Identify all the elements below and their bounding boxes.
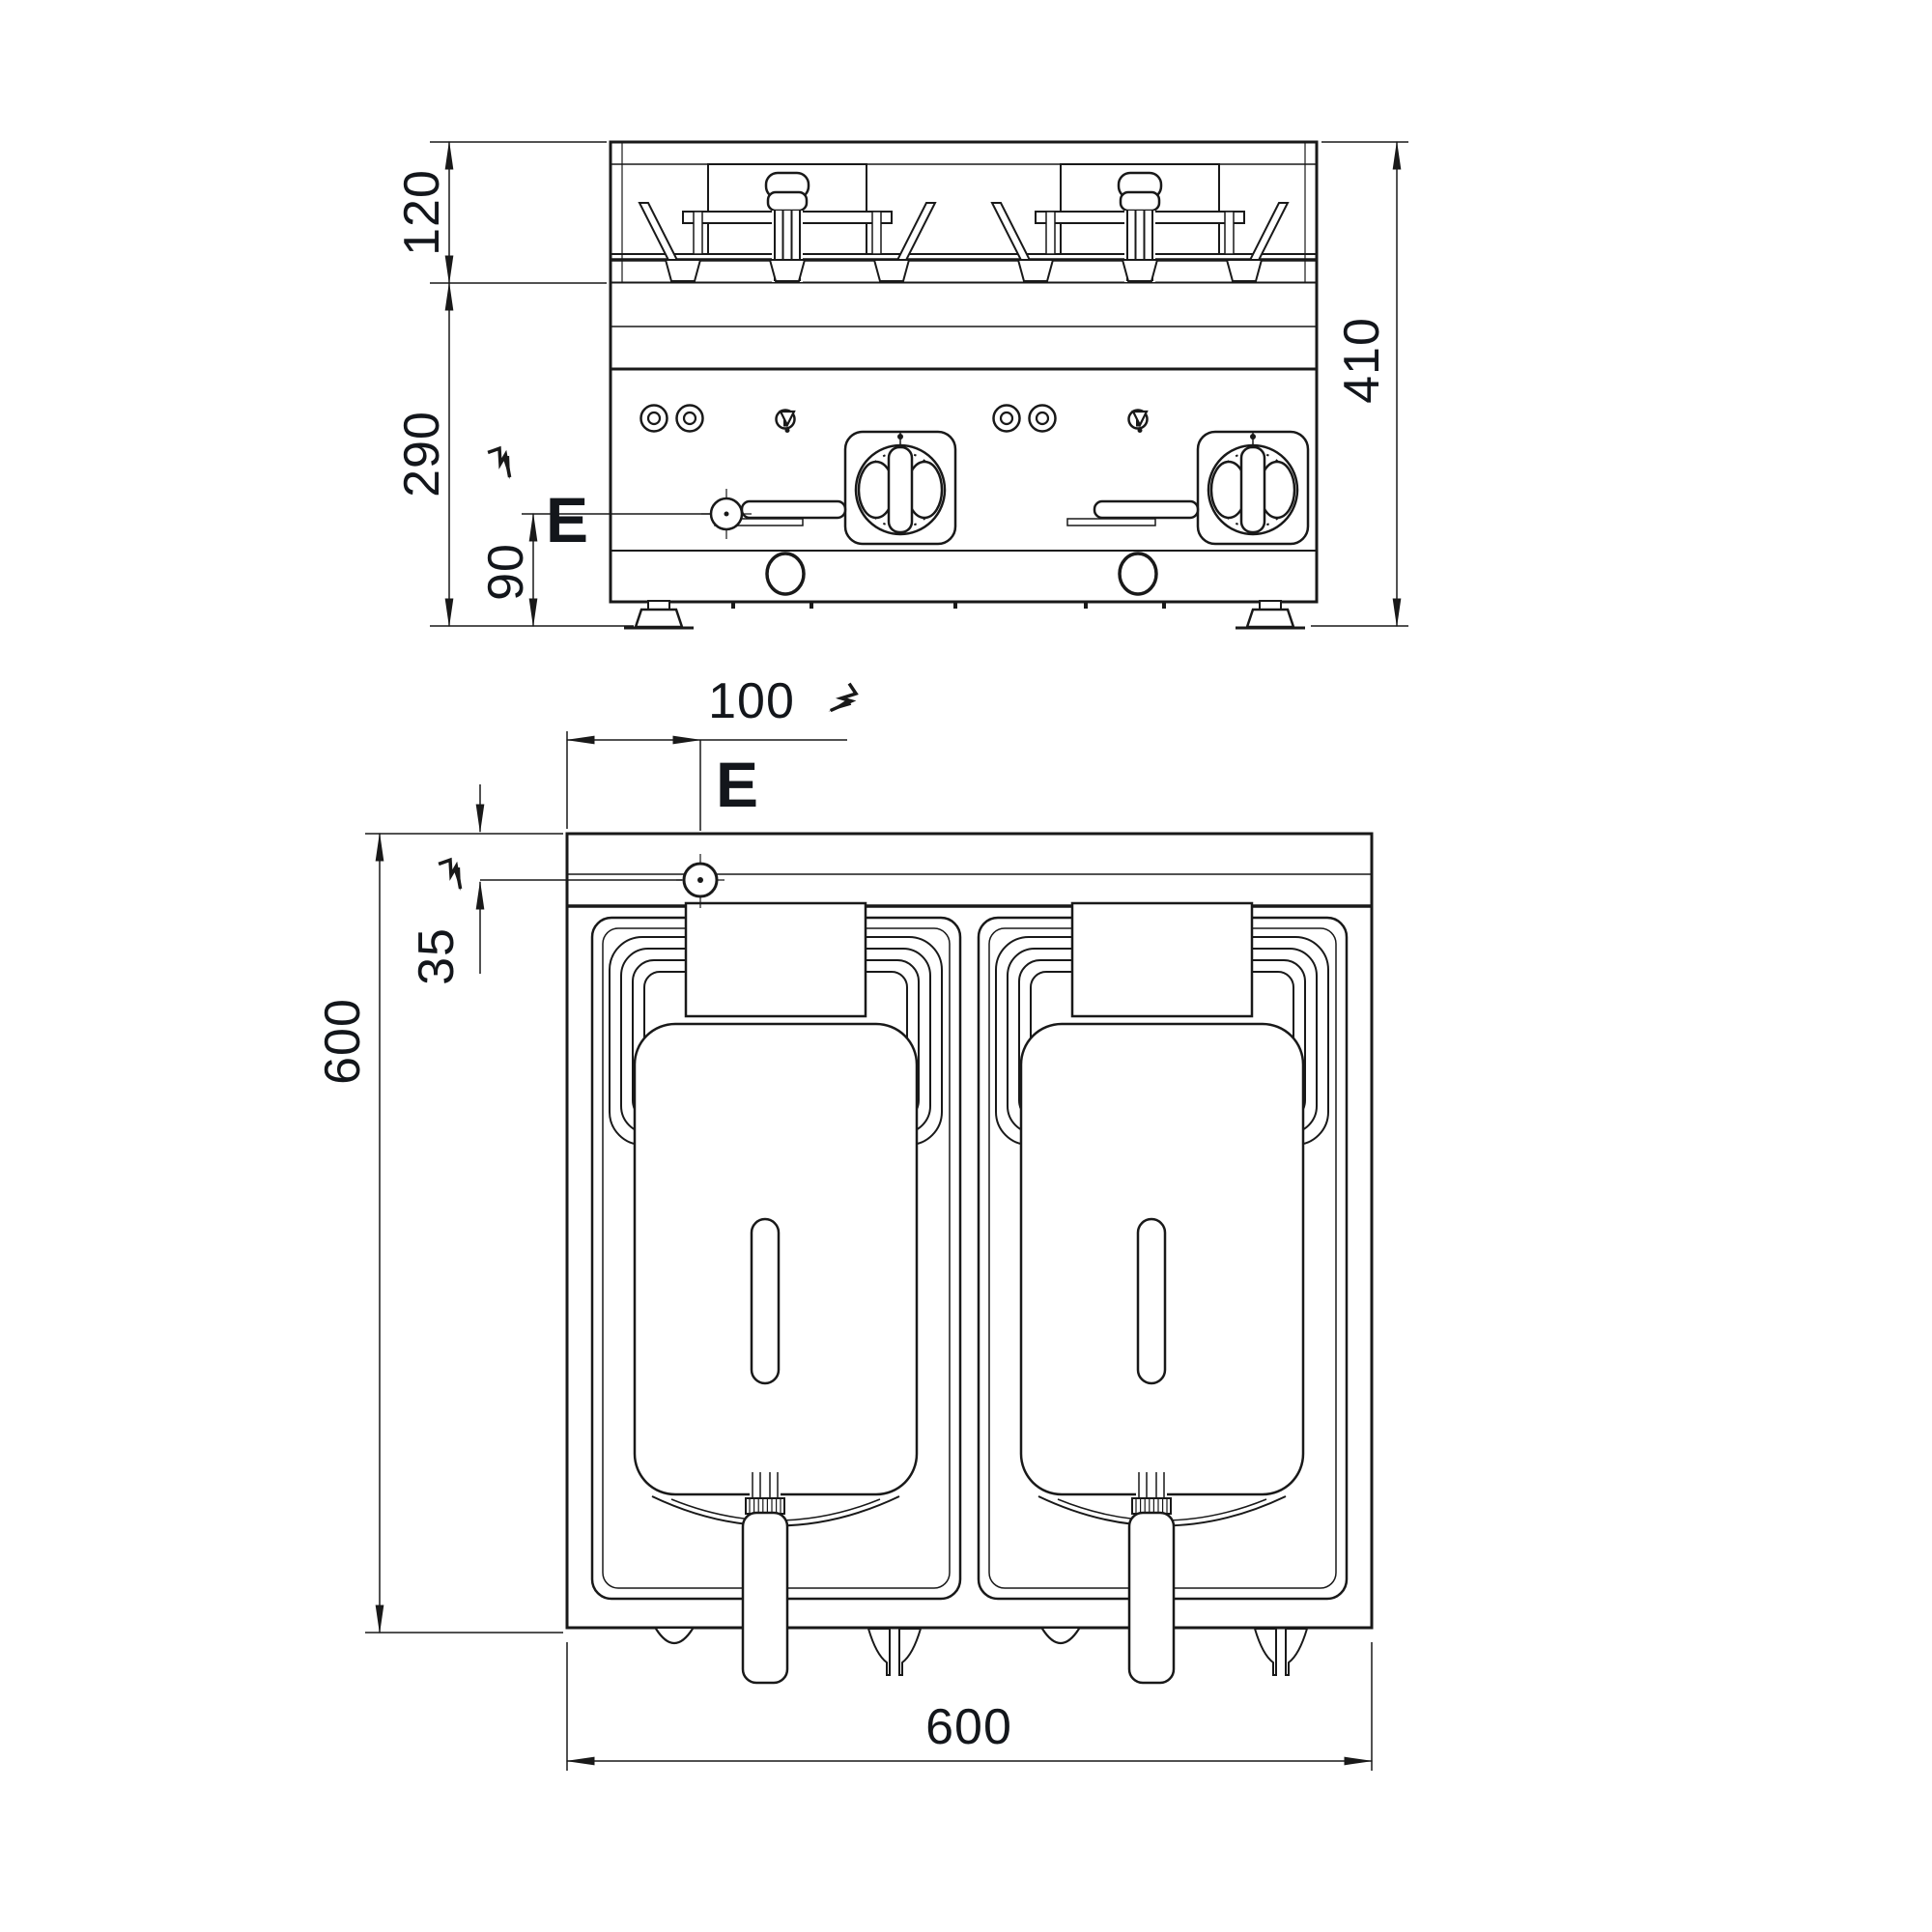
dim-label-body-height: 290 bbox=[394, 411, 450, 497]
front-view: 120 290 90 410 E bbox=[394, 140, 1408, 630]
dim-label-total-height: 410 bbox=[1334, 317, 1390, 404]
fryer-well-top-left bbox=[590, 901, 962, 1685]
dim-label-electric-height: 90 bbox=[478, 543, 534, 601]
top-view: 100 E 35 600 600 bbox=[315, 673, 1374, 1771]
electric-connection-point-icon bbox=[701, 489, 752, 539]
electric-bolt-icon-front bbox=[488, 444, 518, 478]
electric-bolt-icon-top-y bbox=[439, 856, 469, 890]
electric-point-label-top: E bbox=[716, 749, 758, 820]
dim-label-electric-offset-y: 35 bbox=[409, 927, 465, 985]
electric-bolt-icon-top-x bbox=[829, 684, 859, 718]
dim-label-electric-offset-x: 100 bbox=[708, 673, 795, 729]
front-dimensions: 120 290 90 410 E bbox=[394, 140, 1408, 628]
top-dimensions: 100 E 35 600 600 bbox=[315, 673, 1374, 1771]
adjustable-foot-right bbox=[1236, 600, 1305, 630]
dim-label-upper-height: 120 bbox=[394, 169, 450, 256]
electric-connection-point-top-icon bbox=[676, 854, 724, 908]
fryer-well-top-right bbox=[977, 901, 1349, 1685]
adjustable-foot-left bbox=[624, 600, 694, 630]
electric-point-label-front: E bbox=[546, 484, 588, 555]
dim-label-width: 600 bbox=[925, 1699, 1012, 1755]
dim-label-depth: 600 bbox=[315, 998, 371, 1085]
